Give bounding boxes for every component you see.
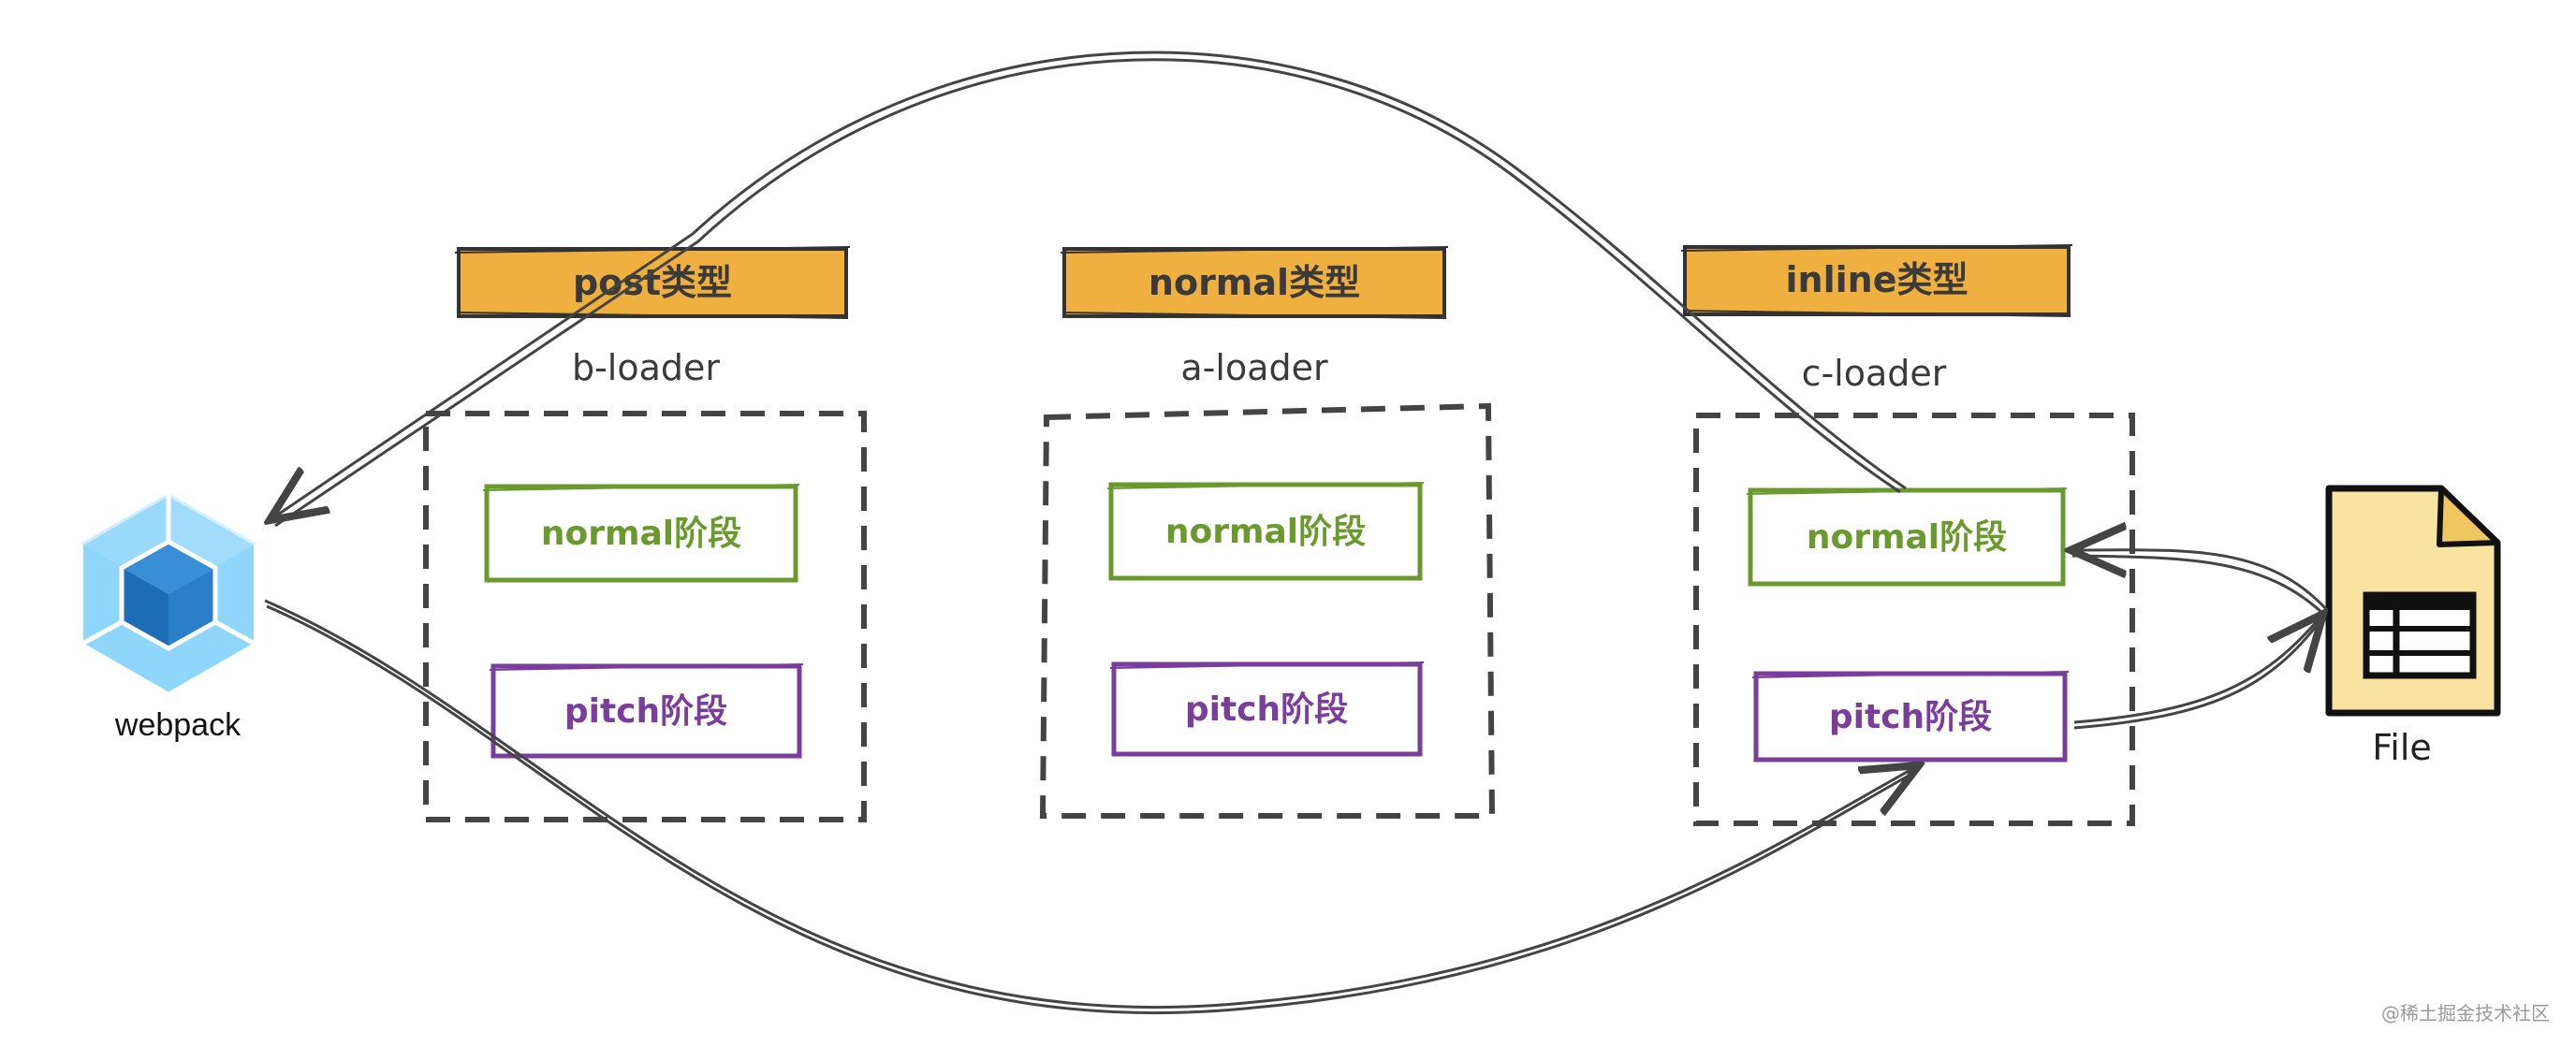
webpack-node: webpack xyxy=(78,489,259,743)
pitch-phase-box: pitch阶段 xyxy=(1751,671,2070,763)
pitch-phase-label: pitch阶段 xyxy=(564,692,727,731)
loader-column-b: post类型 b-loader normal阶段 pitch阶段 xyxy=(423,246,867,822)
normal-phase-label: normal阶段 xyxy=(1807,518,2007,557)
loader-column-a: normal类型 a-loader normal阶段 pitch阶段 xyxy=(1039,246,1496,819)
normal-phase-box: normal阶段 xyxy=(1106,482,1425,581)
arrow-webpack-to-inline-pitch xyxy=(264,599,1919,1010)
type-label: post类型 xyxy=(573,262,732,303)
pitch-phase-label: pitch阶段 xyxy=(1829,698,1992,736)
arrow-file-to-inline-normal xyxy=(2071,550,2329,612)
arrow-inline-normal-to-webpack xyxy=(270,51,1907,520)
pitch-phase-box: pitch阶段 xyxy=(1109,661,1425,757)
normal-phase-label: normal阶段 xyxy=(1165,513,1366,551)
watermark: @稀土掘金技术社区 xyxy=(2381,1002,2550,1024)
pitch-phase-box: pitch阶段 xyxy=(489,663,804,759)
flow-arrows xyxy=(264,51,2329,1015)
loader-boundary xyxy=(423,411,867,822)
type-header: post类型 xyxy=(454,246,851,319)
loader-boundary xyxy=(1039,402,1496,819)
file-node: File xyxy=(2325,485,2501,768)
loader-name: b-loader xyxy=(572,347,720,388)
type-header: inline类型 xyxy=(1680,244,2073,317)
type-header: normal类型 xyxy=(1060,246,1449,319)
loader-boundary xyxy=(1693,413,2135,826)
loader-name: a-loader xyxy=(1180,347,1328,388)
type-label: inline类型 xyxy=(1786,259,1969,300)
normal-phase-label: normal阶段 xyxy=(541,515,741,553)
file-icon xyxy=(2325,485,2501,717)
webpack-label: webpack xyxy=(114,707,242,743)
pitch-phase-label: pitch阶段 xyxy=(1185,690,1348,729)
loader-column-c: inline类型 c-loader normal阶段 pitch阶段 xyxy=(1680,244,2135,826)
type-label: normal类型 xyxy=(1149,262,1360,303)
normal-phase-box: normal阶段 xyxy=(1746,487,2068,587)
arrow-inline-pitch-to-file xyxy=(2073,614,2323,724)
file-label: File xyxy=(2372,727,2432,768)
webpack-cube-icon xyxy=(78,489,259,699)
loader-name: c-loader xyxy=(1802,353,1947,394)
normal-phase-box: normal阶段 xyxy=(482,484,800,583)
